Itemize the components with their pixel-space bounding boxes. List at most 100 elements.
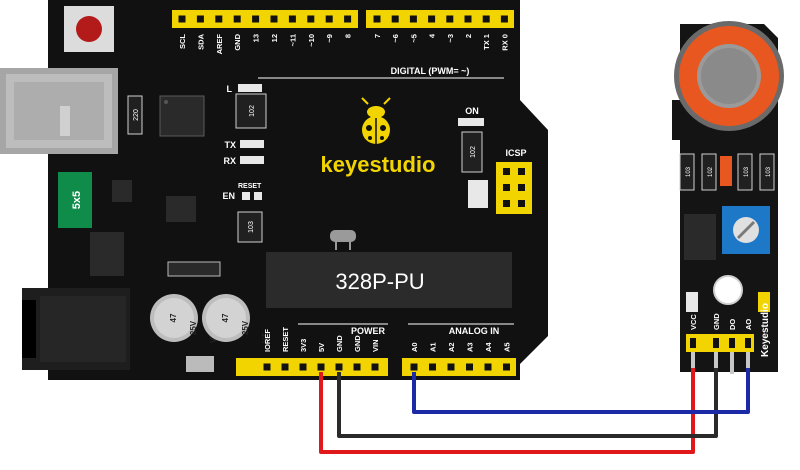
bottom-pin-label: A5 [503,342,512,352]
top-pin-label: RX 0 [500,34,509,51]
arduino-board: 5x5 220 102 103 102 [0,0,548,380]
svg-text:102: 102 [470,146,477,158]
power-jack [22,288,130,370]
svg-text:EN: EN [222,191,235,201]
pin-hole [299,363,307,371]
pin-hole [371,363,379,371]
bottom-pin-label: RESET [281,327,290,352]
pin-hole [178,15,186,23]
led-l: L [227,84,262,94]
sensor-resistor-label: 103 [766,166,772,177]
chip-label: 328P-PU [335,269,424,294]
bottom-pin-label: 5V [317,343,326,352]
resistor-220: 220 [127,95,143,135]
sensor-pin-label: VCC [689,314,698,330]
wires [319,368,750,454]
led-on: ON [458,106,484,126]
top-pin-label: TX 1 [482,34,491,50]
bottom-pin-label: VIN [371,339,380,352]
mounting-hole [713,275,743,305]
svg-text:TX: TX [224,140,236,150]
pin-hole [391,15,399,23]
sensor-pin-hole [729,338,735,348]
gas-sensor-head [674,21,784,131]
bottom-pin-label: IOREF [263,329,272,352]
crystal [60,106,70,136]
fuse-label: 5x5 [71,191,83,209]
sensor-pins [690,338,751,374]
crystal-smd [167,261,221,277]
bottom-pin-holes [263,363,510,371]
comparator-chip [684,214,716,260]
top-pin-label: ~10 [307,34,316,47]
bottom-pin-label: A2 [447,342,456,352]
ladybug-logo-icon [361,97,391,144]
brand-name: keyestudio [321,152,436,177]
pin-hole [270,15,278,23]
top-pin-label: 13 [252,34,261,42]
svg-text:47: 47 [221,313,230,322]
diode [186,356,214,372]
pin-hole [409,15,417,23]
pin-hole [429,363,436,371]
small-chip-1 [112,180,132,202]
sensor-resistor [701,153,717,191]
power-label: POWER [351,326,386,336]
pin-hole [252,15,260,23]
sensor-pin-label: GND [712,313,721,330]
svg-text:L: L [227,84,233,94]
signal-led [758,292,770,312]
pin-hole [466,363,473,371]
svg-text:ICSP: ICSP [505,148,526,158]
top-pin-label: SDA [196,33,205,49]
sensor-pin-leg [746,352,750,374]
svg-text:47: 47 [169,313,178,322]
led-rx: RX [223,156,264,166]
header-power [236,358,388,376]
top-pin-label: ~5 [409,34,418,43]
usb-chip [159,95,205,137]
bottom-pin-label: A4 [484,342,493,352]
top-pin-label: ~11 [288,34,297,46]
sensor-pin-hole [713,338,719,348]
sensor-header [686,334,754,352]
svg-text:RESET: RESET [238,183,262,190]
top-pin-label: ~9 [325,34,334,43]
pin-hole [307,15,315,23]
top-pin-label: AREF [215,34,224,55]
pin-hole [500,15,508,23]
pin-hole [215,15,223,23]
sensor-resistor [759,153,775,191]
top-pin-label: SCL [178,34,187,49]
pin-hole [263,363,271,371]
pin-hole [233,15,241,23]
pin-hole [353,363,361,371]
top-pin-label: 4 [428,33,437,38]
wire-gnd-gnd [337,368,718,438]
svg-text:ON: ON [465,106,479,116]
top-pin-label: 12 [270,34,279,42]
pin-hole [482,15,490,23]
top-pin-label: 7 [373,34,382,38]
pin-hole [446,15,454,23]
svg-text:102: 102 [249,105,256,117]
power-led [686,292,698,312]
resonator [330,230,356,250]
pin-hole [344,15,352,23]
sensor-pin-hole [690,338,696,348]
pin-hole [325,15,333,23]
sensor-resistor-label: 102 [708,166,714,177]
usb-connector [0,68,118,154]
icsp-header: ICSP [496,148,532,214]
bottom-pin-label: 3V3 [299,339,308,352]
svg-text:VT: VT [261,333,270,343]
svg-text:103: 103 [248,221,255,233]
header-top-right [366,10,514,28]
bottom-pin-label: A1 [429,342,438,352]
led-tx: TX [224,140,264,150]
fuse: 5x5 [58,172,92,228]
pin-hole [410,363,418,371]
